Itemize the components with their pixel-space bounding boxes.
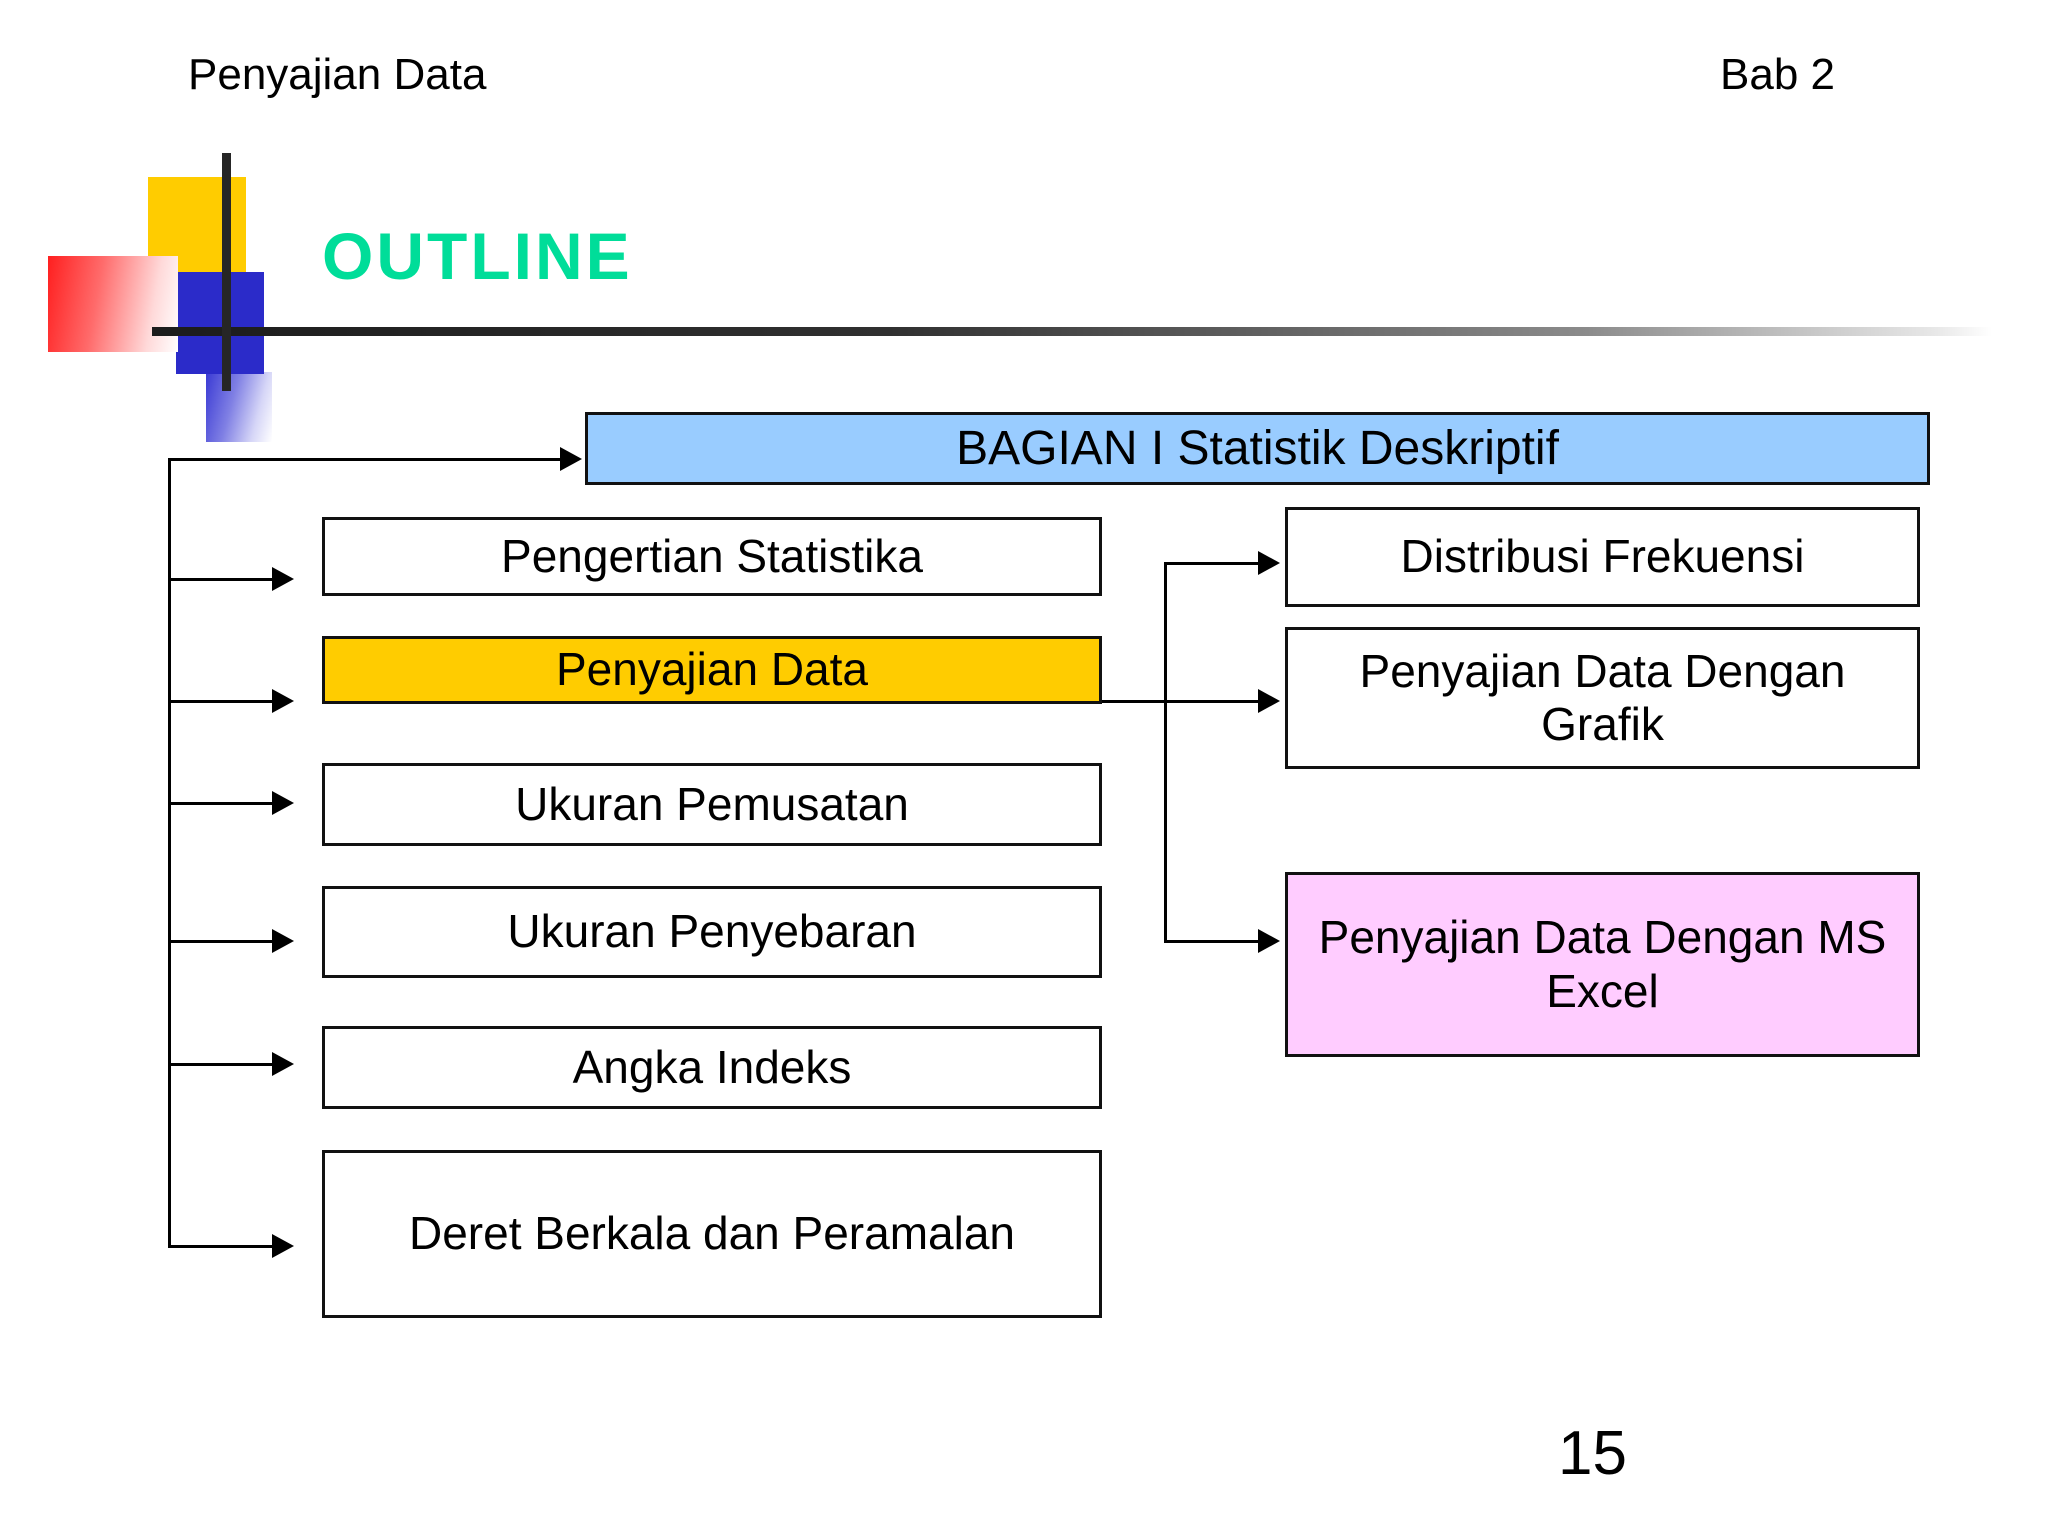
arrow-to-deret-berkala <box>272 1234 294 1258</box>
diagram-node-penyajian-data-ms-excel[interactable]: Penyajian Data Dengan MS Excel <box>1285 872 1920 1057</box>
connector-to-distribusi-frekuensi <box>1164 562 1267 565</box>
diagram-node-deret-berkala-peramalan[interactable]: Deret Berkala dan Peramalan <box>322 1150 1102 1318</box>
connector-to-pengertian-statistika <box>168 578 278 581</box>
slide-header-right: Bab 2 <box>1720 50 1835 99</box>
connector-left-trunk <box>168 458 171 1248</box>
diagram-node-penyajian-data[interactable]: Penyajian Data <box>322 636 1102 704</box>
connector-to-penyajian-data <box>168 700 278 703</box>
slide-header-left: Penyajian Data <box>188 50 487 99</box>
arrow-to-pengertian-statistika <box>272 567 294 591</box>
arrow-to-penyajian-data-ms-excel <box>1258 929 1280 953</box>
diagram-node-bagian-1[interactable]: BAGIAN I Statistik Deskriptif <box>585 412 1930 485</box>
decor-horizontal-rule <box>152 327 1992 336</box>
diagram-node-pengertian-statistika[interactable]: Pengertian Statistika <box>322 517 1102 596</box>
connector-to-ukuran-pemusatan <box>168 802 278 805</box>
decor-red-gradient-square <box>48 256 178 352</box>
arrow-to-distribusi-frekuensi <box>1258 551 1280 575</box>
decor-vertical-rule <box>222 153 231 391</box>
connector-right-trunk <box>1164 562 1167 943</box>
decor-blue-gradient-tail <box>206 372 272 442</box>
diagram-node-ukuran-penyebaran[interactable]: Ukuran Penyebaran <box>322 886 1102 978</box>
arrow-to-penyajian-data <box>272 689 294 713</box>
diagram-node-distribusi-frekuensi[interactable]: Distribusi Frekuensi <box>1285 507 1920 607</box>
arrow-to-ukuran-penyebaran <box>272 929 294 953</box>
connector-to-angka-indeks <box>168 1063 278 1066</box>
connector-to-ukuran-penyebaran <box>168 940 278 943</box>
page-title: OUTLINE <box>322 219 633 293</box>
decor-blue-square <box>176 272 264 374</box>
page-number: 15 <box>1558 1419 1627 1488</box>
connector-to-ms-excel <box>1164 940 1267 943</box>
arrow-to-angka-indeks <box>272 1052 294 1076</box>
connector-penyajian-to-grafik <box>1102 700 1267 703</box>
connector-to-bagian-1 <box>168 458 563 461</box>
diagram-node-ukuran-pemusatan[interactable]: Ukuran Pemusatan <box>322 763 1102 846</box>
arrow-to-bagian-1 <box>560 447 582 471</box>
diagram-node-penyajian-data-grafik[interactable]: Penyajian Data Dengan Grafik <box>1285 627 1920 769</box>
connector-to-deret-berkala <box>168 1245 278 1248</box>
arrow-to-penyajian-data-grafik <box>1258 689 1280 713</box>
arrow-to-ukuran-pemusatan <box>272 791 294 815</box>
diagram-node-angka-indeks[interactable]: Angka Indeks <box>322 1026 1102 1109</box>
